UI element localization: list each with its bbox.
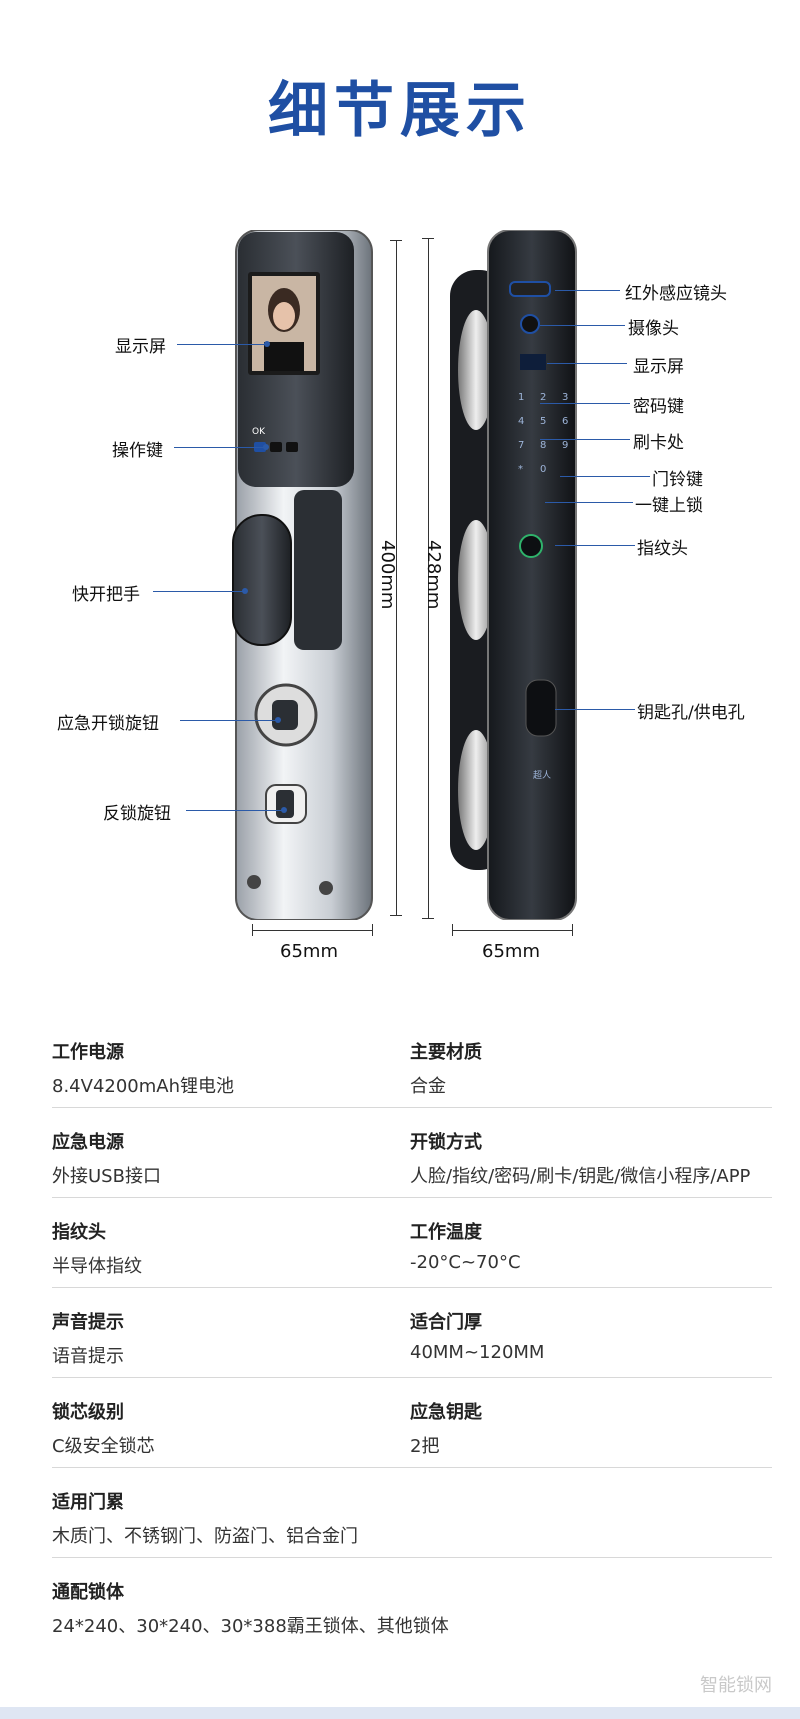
spec-name: 声音提示 xyxy=(52,1312,124,1333)
spec-name: 锁芯级别 xyxy=(52,1402,124,1423)
front-lock-illustration xyxy=(232,230,373,920)
callout-anti-lock-knob: 反锁旋钮 xyxy=(103,804,171,824)
keypad-digit: 7 xyxy=(518,440,525,451)
spec-name: 通配锁体 xyxy=(52,1582,124,1603)
dim-width-front: 65mm xyxy=(280,941,338,962)
callout-fingerprint-head: 指纹头 xyxy=(637,539,688,559)
callout-doorbell-key: 门铃键 xyxy=(652,470,703,490)
spec-value: -20°C~70°C xyxy=(410,1252,521,1273)
spec-name: 开锁方式 xyxy=(410,1132,482,1153)
spec-row: 锁芯级别 C级安全锁芯 应急钥匙 2把 xyxy=(52,1378,772,1468)
callout-quick-open-handle: 快开把手 xyxy=(72,585,140,605)
callout-password-keys: 密码键 xyxy=(633,397,684,417)
callout-camera: 摄像头 xyxy=(628,319,679,339)
callout-display-screen-left: 显示屏 xyxy=(115,337,166,357)
spec-row: 应急电源外接USB接口 开锁方式人脸/指纹/密码/刷卡/钥匙/微信小程序/APP xyxy=(52,1108,772,1198)
callout-card-area: 刷卡处 xyxy=(633,433,684,453)
spec-name: 适用门累 xyxy=(52,1492,124,1513)
spec-name: 应急电源 xyxy=(52,1132,124,1153)
back-lock-illustration xyxy=(450,230,577,920)
keypad-digit: 6 xyxy=(562,416,569,427)
keypad-digits: 1 2 3 4 5 6 7 8 9 * 0 xyxy=(518,392,578,475)
spec-value: 半导体指纹 xyxy=(52,1256,142,1277)
callout-infrared-lens: 红外感应镜头 xyxy=(625,284,727,304)
spec-row: 适用门累木质门、不锈钢门、防盗门、铝合金门 xyxy=(52,1468,772,1558)
spec-name: 指纹头 xyxy=(52,1222,106,1243)
keypad-digit: 9 xyxy=(562,440,569,451)
spec-name: 适合门厚 xyxy=(410,1312,482,1333)
spec-value: 语音提示 xyxy=(52,1346,124,1367)
keypad-digit: 1 xyxy=(518,392,525,403)
spec-row: 工作电源 8.4V4200mAh锂电池 主要材质合金 xyxy=(52,1018,772,1108)
spec-row: 通配锁体 24*240、30*240、30*388霸王锁体、其他锁体 xyxy=(52,1558,772,1648)
brand-logo-text: 超人 xyxy=(533,771,552,781)
keypad-digit: 4 xyxy=(518,416,525,427)
dim-height-back: 428mm xyxy=(423,540,444,610)
spec-table: 工作电源 8.4V4200mAh锂电池 主要材质合金 应急电源外接USB接口 开锁… xyxy=(52,1018,772,1648)
spec-name: 主要材质 xyxy=(410,1042,482,1063)
keypad-digit: 5 xyxy=(540,416,547,427)
spec-value: 24*240、30*240、30*388霸王锁体、其他锁体 xyxy=(52,1616,449,1637)
spec-value: 合金 xyxy=(410,1076,446,1097)
spec-value: 人脸/指纹/密码/刷卡/钥匙/微信小程序/APP xyxy=(410,1166,751,1187)
dim-height-front: 400mm xyxy=(377,540,398,610)
page-title: 细节展示 xyxy=(268,76,532,146)
dim-width-back: 65mm xyxy=(482,941,540,962)
keypad-digit: * xyxy=(518,464,523,475)
callout-keyhole-power: 钥匙孔/供电孔 xyxy=(637,703,745,723)
ok-label: OK xyxy=(252,427,265,437)
callout-one-key-lock: 一键上锁 xyxy=(635,496,703,516)
watermark: 智能锁网 xyxy=(700,1675,772,1696)
keypad-digit: 0 xyxy=(540,464,547,475)
spec-value: C级安全锁芯 xyxy=(52,1436,155,1457)
spec-value: 木质门、不锈钢门、防盗门、铝合金门 xyxy=(52,1526,358,1547)
spec-name: 工作电源 xyxy=(52,1042,124,1063)
callout-display-screen-right: 显示屏 xyxy=(633,357,684,377)
callout-emergency-knob: 应急开锁旋钮 xyxy=(57,714,159,734)
spec-value: 外接USB接口 xyxy=(52,1166,161,1187)
spec-value: 40MM~120MM xyxy=(410,1342,545,1363)
spec-row: 声音提示语音提示 适合门厚 40MM~120MM xyxy=(52,1288,772,1378)
keypad-digit: 2 xyxy=(540,392,547,403)
spec-row: 指纹头半导体指纹 工作温度 -20°C~70°C xyxy=(52,1198,772,1288)
bottom-bar xyxy=(0,1707,800,1719)
spec-name: 应急钥匙 xyxy=(410,1402,482,1423)
spec-value: 2把 xyxy=(410,1436,440,1457)
callout-operation-keys: 操作键 xyxy=(112,441,163,461)
spec-value: 8.4V4200mAh锂电池 xyxy=(52,1076,235,1097)
keypad-digit: 8 xyxy=(540,440,547,451)
keypad-digit: 3 xyxy=(562,392,569,403)
spec-name: 工作温度 xyxy=(410,1222,482,1243)
